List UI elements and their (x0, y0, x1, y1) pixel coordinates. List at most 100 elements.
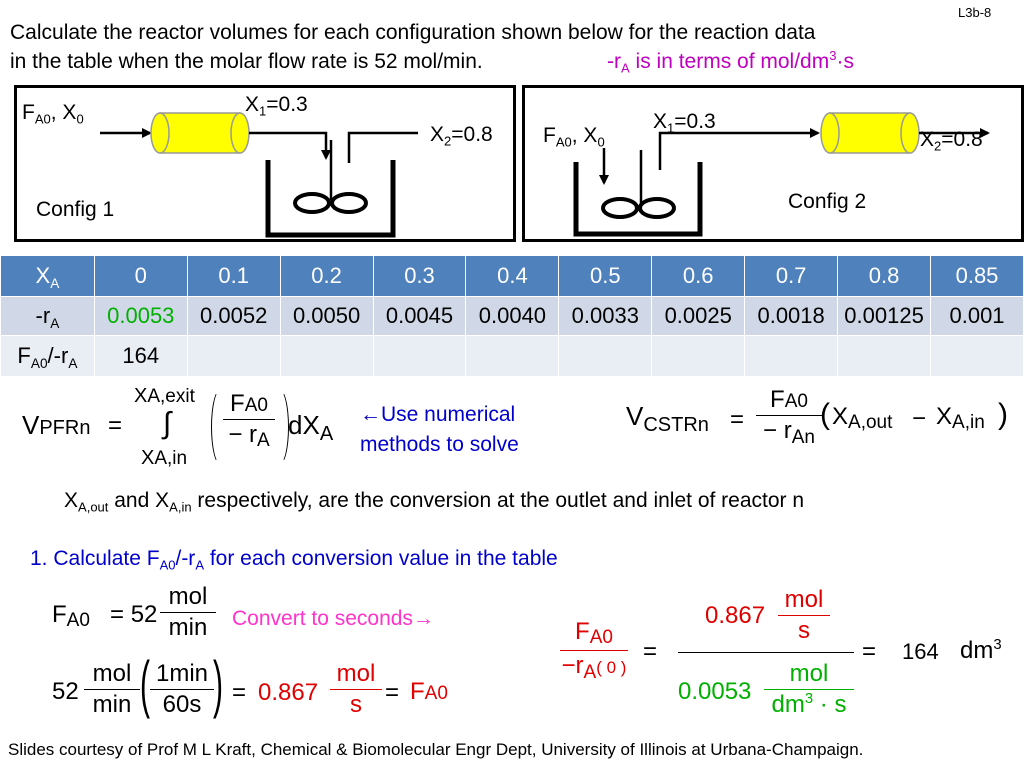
config1-pfr-reactor (150, 112, 250, 154)
table-cell: 0.0053 (93, 296, 188, 336)
config2-x2-label: X2=0.8 (920, 128, 983, 154)
pfr-equals: = (108, 412, 123, 439)
conversion-equals-1: = (232, 679, 247, 706)
table-row-fa0-ra: FA0/-rA 164 (0, 335, 1024, 377)
convert-to-seconds-note: Convert to seconds→ (232, 607, 434, 630)
conversion-left-paren: ( (140, 650, 150, 721)
config1-x1-label: X1=0.3 (245, 93, 308, 119)
fa0-result-symbol: FA0 (410, 678, 448, 705)
config1-cstr-reactor (265, 140, 396, 238)
pfr-volume-symbol: VPFRn (22, 410, 91, 440)
ratio-top-units: mol s (778, 588, 830, 643)
fa0-result-units: mol s (330, 662, 382, 717)
table-cell (558, 335, 653, 377)
table-cell: 0.5 (558, 255, 653, 297)
cstr-minus: − (912, 405, 927, 432)
pfr-lower-limit: XA,in (141, 447, 188, 469)
table-cell: 0.0045 (372, 296, 467, 336)
config1-transfer-line (249, 131, 331, 160)
conversion-mol-per-min: mol min (84, 662, 140, 717)
footer-credit: Slides courtesy of Prof M L Kraft, Chemi… (8, 740, 864, 759)
conversion-52: 52 (52, 678, 79, 705)
config2-transfer-line (658, 128, 820, 170)
fa0-symbol: FA0 (52, 601, 90, 631)
numerical-note-line-1: ←Use numerical (360, 403, 516, 426)
config2-cstr-reactor (573, 150, 703, 237)
table-cell: 0.6 (651, 255, 746, 297)
table-cell: 0.0025 (651, 296, 746, 336)
config1-label: Config 1 (36, 198, 115, 221)
table-cell: 0 (93, 255, 188, 297)
pfr-upper-limit: XA,exit (134, 385, 195, 407)
row-label-ra: -rA (0, 296, 95, 336)
config1-box (14, 85, 516, 242)
table-cell (372, 335, 467, 377)
fa0-equals: = 52 (110, 601, 158, 628)
ratio-fraction: FA0 −rA( 0 ) (560, 618, 628, 683)
config1-outlet-line (347, 131, 418, 163)
cstr-equals: = (730, 406, 745, 433)
cstr-right-paren: ) (998, 398, 1008, 431)
fa0-result-value: 0.867 (258, 679, 319, 706)
conversion-right-paren: ) (213, 650, 223, 721)
table-cell: 0.1 (186, 255, 281, 297)
ratio-bottom-units: mol dm3 · s (764, 662, 854, 717)
pfr-fraction: FA0 − rA (223, 392, 275, 450)
ratio-main-divider (678, 652, 854, 653)
table-cell (930, 335, 1024, 377)
ratio-result-units: dm3 (960, 637, 1002, 664)
ratio-top-value: 0.867 (705, 602, 766, 629)
integral-sign: ∫ (163, 407, 172, 440)
config2-feed-label: FA0, X0 (543, 124, 605, 150)
table-cell: 0.00125 (837, 296, 932, 336)
conversion-min-per-s: 1min 60s (150, 662, 214, 717)
table-cell (279, 335, 374, 377)
step1-heading: 1. Calculate FA0/-rA for each conversion… (30, 547, 558, 573)
table-cell: 0.8 (837, 255, 932, 297)
table-cell: 0.001 (930, 296, 1024, 336)
conversion-definition: XA,out and XA,in respectively, are the c… (64, 489, 805, 515)
table-cell: 0.0040 (465, 296, 560, 336)
conversion-equals-2: = (385, 679, 400, 706)
table-cell (465, 335, 560, 377)
table-cell: 0.4 (465, 255, 560, 297)
numerical-note-line-2: methods to solve (360, 433, 519, 456)
config2-label: Config 2 (788, 190, 867, 213)
intro-line-1: Calculate the reactor volumes for each c… (10, 21, 816, 44)
cstr-x-out: XA,out (832, 403, 893, 433)
intro-line-2: in the table when the molar flow rate is… (10, 50, 483, 73)
rate-units-note: -rA is in terms of mol/dm3·s (607, 48, 854, 76)
config2-x1-label: X1=0.3 (653, 110, 716, 136)
config2-box (522, 85, 1024, 242)
table-cell (186, 335, 281, 377)
table-row-xa: XA 0 0.1 0.2 0.3 0.4 0.5 0.6 0.7 0.8 0.8… (0, 255, 1024, 297)
table-cell (744, 335, 839, 377)
table-cell: 0.85 (930, 255, 1024, 297)
table-cell: 0.0018 (744, 296, 839, 336)
cstr-left-paren: ( (820, 398, 830, 431)
ratio-bottom-value: 0.0053 (678, 678, 752, 705)
table-cell: 0.7 (744, 255, 839, 297)
mol-per-min-fraction: mol min (160, 585, 216, 640)
table-cell (651, 335, 746, 377)
table-cell: 0.2 (279, 255, 374, 297)
row-label-xa: XA (0, 255, 95, 297)
cstr-volume-symbol: VCSTRn (626, 401, 709, 436)
table-cell (837, 335, 932, 377)
table-row-ra: -rA 0.0053 0.0052 0.0050 0.0045 0.0040 0… (0, 296, 1024, 336)
table-cell: 0.0052 (186, 296, 281, 336)
cstr-fraction: FA0 − rAn (756, 388, 822, 447)
table-cell: 164 (93, 335, 188, 377)
pfr-left-paren (211, 389, 230, 465)
pfr-differential: dXA (288, 410, 334, 445)
config2-pfr-reactor (820, 112, 920, 154)
config1-feed-label: FA0, X0 (22, 101, 84, 127)
ratio-equals-2: = (862, 638, 877, 665)
reaction-data-table: XA 0 0.1 0.2 0.3 0.4 0.5 0.6 0.7 0.8 0.8… (0, 255, 1024, 377)
config1-x2-label: X2=0.8 (430, 123, 493, 149)
row-label-fa0-ra: FA0/-rA (0, 335, 95, 377)
ratio-result-value: 164 (902, 639, 939, 664)
cstr-x-in: XA,in (936, 403, 985, 433)
table-cell: 0.3 (372, 255, 467, 297)
